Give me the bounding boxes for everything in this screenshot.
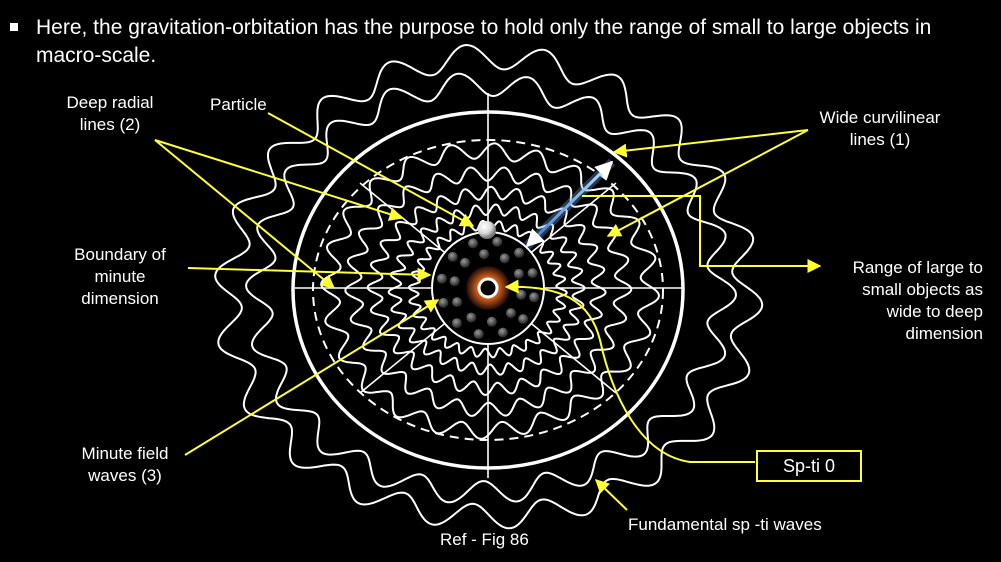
minute-dot — [466, 312, 477, 323]
sp-ti-zero-ring — [477, 277, 499, 299]
minute-dot — [438, 297, 449, 308]
minute-dot — [516, 289, 527, 300]
minute-dot — [492, 236, 503, 247]
wide-curvilinear-ellipse — [291, 110, 685, 470]
bullet-square-icon — [10, 23, 18, 31]
minute-dot — [513, 268, 524, 279]
arrow-deep-radial-a — [154, 139, 404, 221]
label-range-of-objects: Range of large to small objects as wide … — [852, 258, 983, 343]
wave-ring — [214, 43, 764, 530]
wave-rings — [214, 43, 764, 530]
arrow-wide-curvilinear-a — [612, 129, 809, 158]
bullet-text: Here, the gravitation-orbitation has the… — [36, 16, 932, 67]
minute-dot — [527, 268, 538, 279]
label-wide-curvilinear-lines: Wide curvilinear lines (1) — [819, 108, 941, 149]
arrow-sp-ti — [504, 279, 755, 463]
minute-dot — [460, 257, 470, 268]
arrow-wide-curvilinear-b — [606, 129, 809, 237]
minute-dot — [497, 327, 508, 338]
arrow-deep-radial-b — [154, 139, 336, 289]
figure-reference: Ref - Fig 86 — [440, 530, 529, 549]
minute-dot — [506, 308, 516, 319]
label-deep-radial-lines: Deep radial lines (2) — [66, 93, 154, 134]
minute-dot — [514, 247, 525, 258]
minute-dot — [452, 297, 463, 308]
label-fundamental-waves: Fundamental sp -ti waves — [628, 515, 822, 534]
minute-dot — [518, 314, 529, 325]
particle — [478, 221, 496, 239]
arrow-fundamental — [594, 479, 628, 511]
minute-dot — [479, 249, 490, 260]
minute-dot — [499, 253, 510, 264]
minute-dot — [447, 251, 458, 262]
arrow-range — [582, 195, 822, 273]
annotation-arrows — [154, 112, 822, 511]
minute-dot — [473, 329, 484, 340]
label-particle: Particle — [210, 95, 267, 114]
label-boundary-minute-dimension: Boundary of minute dimension — [74, 245, 166, 308]
minute-dots — [436, 236, 540, 340]
minute-dot — [449, 276, 460, 287]
minute-dot — [486, 316, 497, 327]
minute-dot — [529, 292, 540, 303]
arrow-boundary — [187, 267, 432, 282]
minute-dot — [468, 238, 479, 249]
sp-ti-zero-box: Sp-ti 0 — [756, 450, 862, 482]
minute-dot — [436, 273, 447, 284]
dashed-ellipse — [312, 139, 664, 441]
label-minute-field-waves: Minute field waves (3) — [81, 444, 169, 485]
minute-dot — [451, 318, 462, 329]
arrow-minute-field — [184, 299, 440, 456]
wave-ring — [245, 72, 737, 504]
beam — [523, 158, 616, 250]
arrow-particle — [267, 112, 475, 227]
